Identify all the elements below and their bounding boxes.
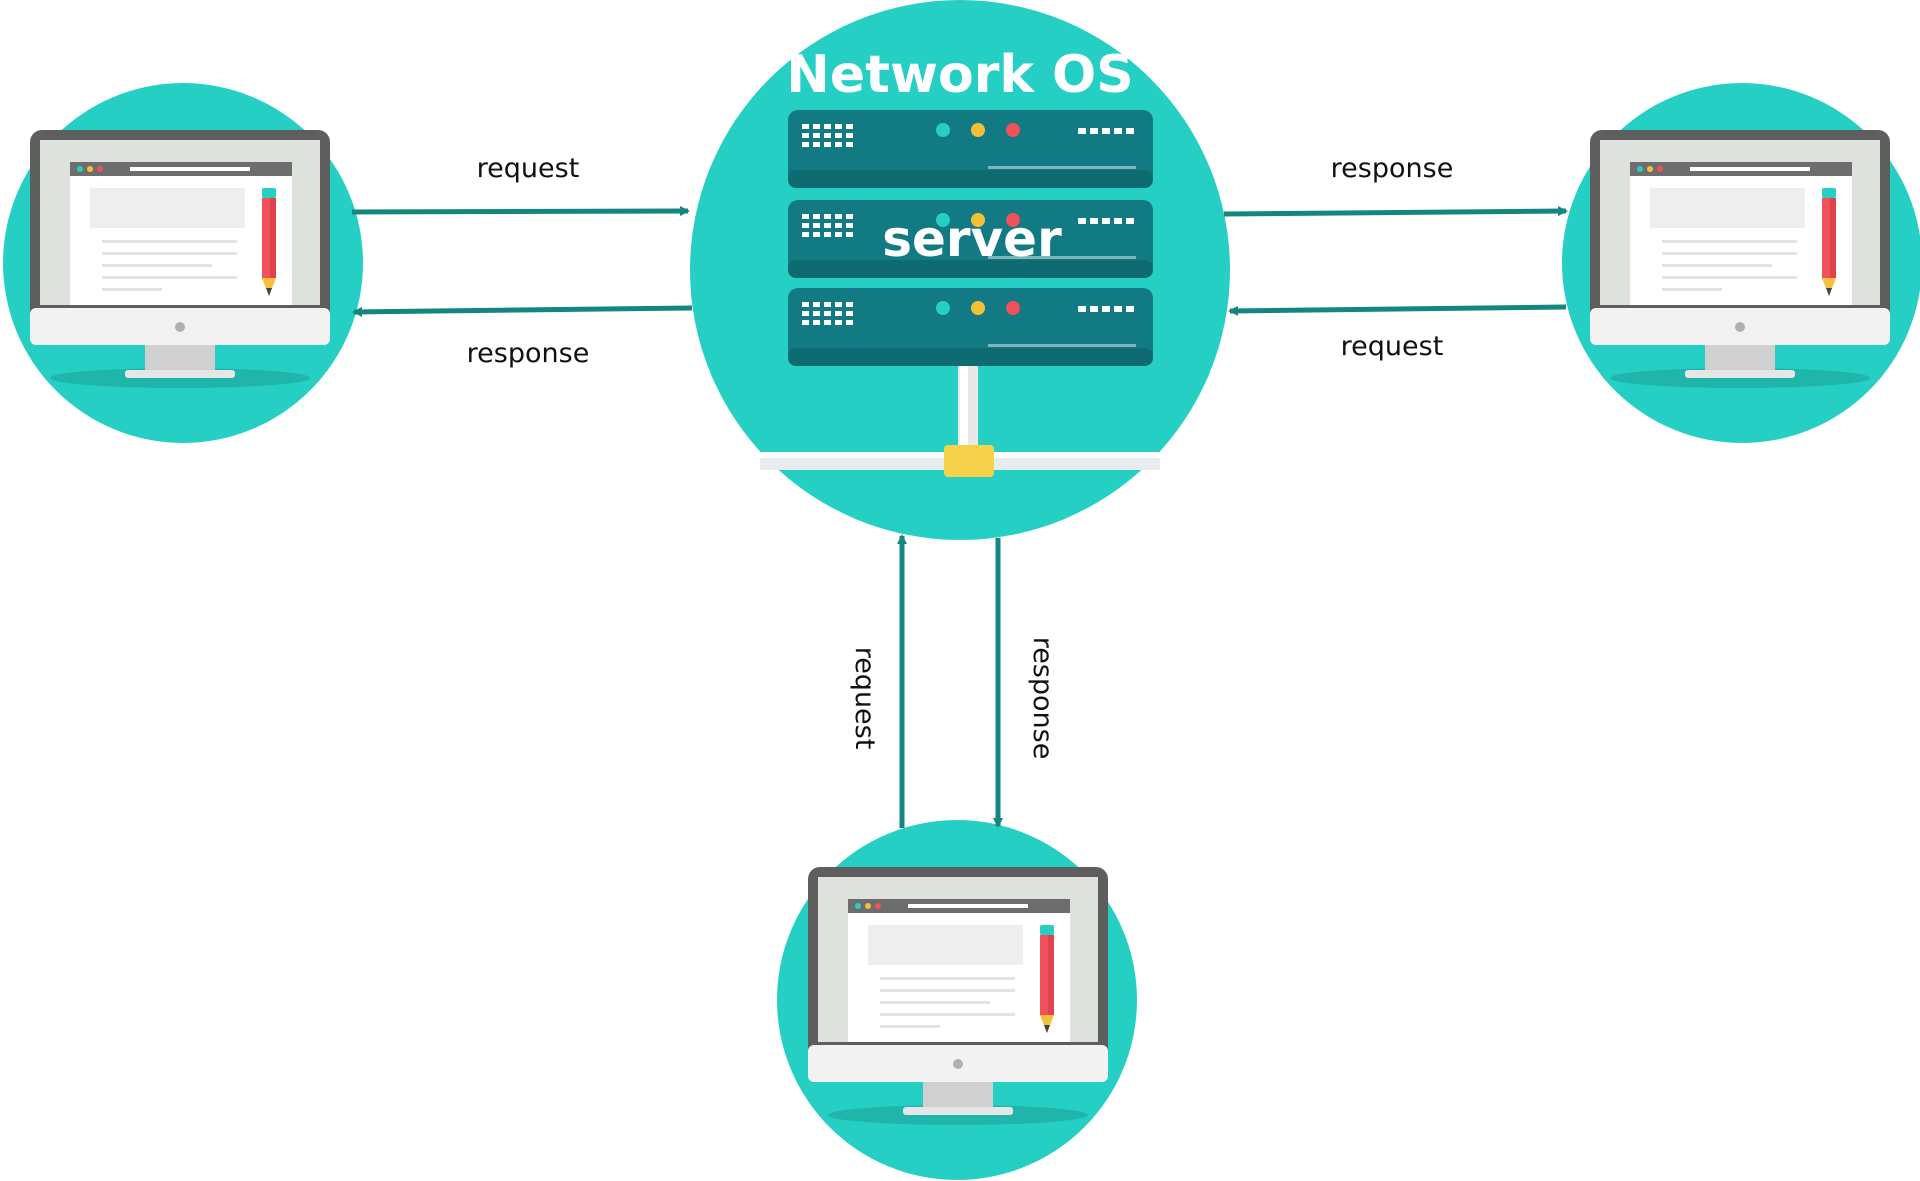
- server-rack-bottom: [788, 288, 1153, 366]
- left-response-arrow: [352, 305, 693, 317]
- left-response-label: response: [467, 338, 590, 369]
- right-request-label: request: [1341, 331, 1444, 362]
- bottom-response-label: response: [1027, 637, 1058, 760]
- left-request-arrow: [351, 206, 690, 217]
- right-request-arrow: [1228, 304, 1567, 316]
- page-title: Network OS: [786, 45, 1133, 105]
- server-label: server: [882, 210, 1062, 268]
- server-graphic: [760, 110, 1160, 477]
- left-request-label: request: [477, 153, 580, 184]
- server-rack-top: [788, 110, 1153, 188]
- right-response-arrow: [1223, 206, 1568, 217]
- bottom-request-label: request: [849, 647, 880, 750]
- right-response-label: response: [1331, 153, 1454, 184]
